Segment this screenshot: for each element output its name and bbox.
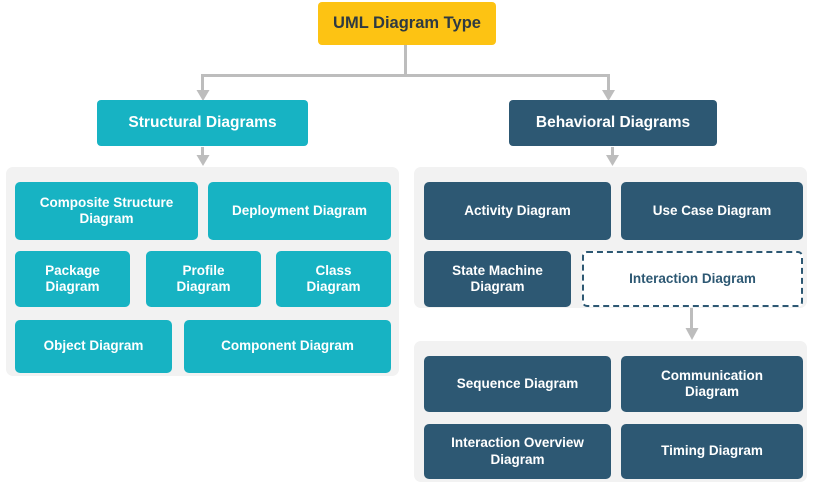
node-composite-structure-diagram[interactable]: Composite Structure Diagram	[15, 182, 198, 240]
node-activity-diagram[interactable]: Activity Diagram	[424, 182, 611, 240]
node-use-case-diagram[interactable]: Use Case Diagram	[621, 182, 803, 240]
node-profile-diagram[interactable]: Profile Diagram	[146, 251, 261, 307]
connector-split-bar	[201, 74, 610, 77]
node-timing-diagram[interactable]: Timing Diagram	[621, 424, 803, 479]
connector-right-drop	[607, 74, 610, 92]
node-component-diagram[interactable]: Component Diagram	[184, 320, 391, 373]
connector-interaction-to-subpanel	[690, 307, 693, 330]
node-class-diagram[interactable]: Class Diagram	[276, 251, 391, 307]
node-sequence-diagram[interactable]: Sequence Diagram	[424, 356, 611, 412]
node-package-diagram[interactable]: Package Diagram	[15, 251, 130, 307]
connector-root-stem	[404, 44, 407, 75]
node-uml-diagram-type[interactable]: UML Diagram Type	[318, 2, 496, 45]
node-state-machine-diagram[interactable]: State Machine Diagram	[424, 251, 571, 307]
node-interaction-diagram[interactable]: Interaction Diagram	[582, 251, 803, 307]
node-communication-diagram[interactable]: Communication Diagram	[621, 356, 803, 412]
arrowhead-structural-panel	[196, 155, 210, 166]
node-behavioral-diagrams[interactable]: Behavioral Diagrams	[509, 100, 717, 146]
node-structural-diagrams[interactable]: Structural Diagrams	[97, 100, 308, 146]
node-interaction-overview-diagram[interactable]: Interaction Overview Diagram	[424, 424, 611, 479]
node-deployment-diagram[interactable]: Deployment Diagram	[208, 182, 391, 240]
connector-structural-to-panel	[201, 147, 204, 157]
arrowhead-behavioral-panel	[606, 155, 619, 166]
connector-behavioral-to-panel	[611, 147, 614, 157]
node-object-diagram[interactable]: Object Diagram	[15, 320, 172, 373]
connector-left-drop	[201, 74, 204, 92]
arrowhead-interaction-subpanel	[685, 328, 699, 340]
